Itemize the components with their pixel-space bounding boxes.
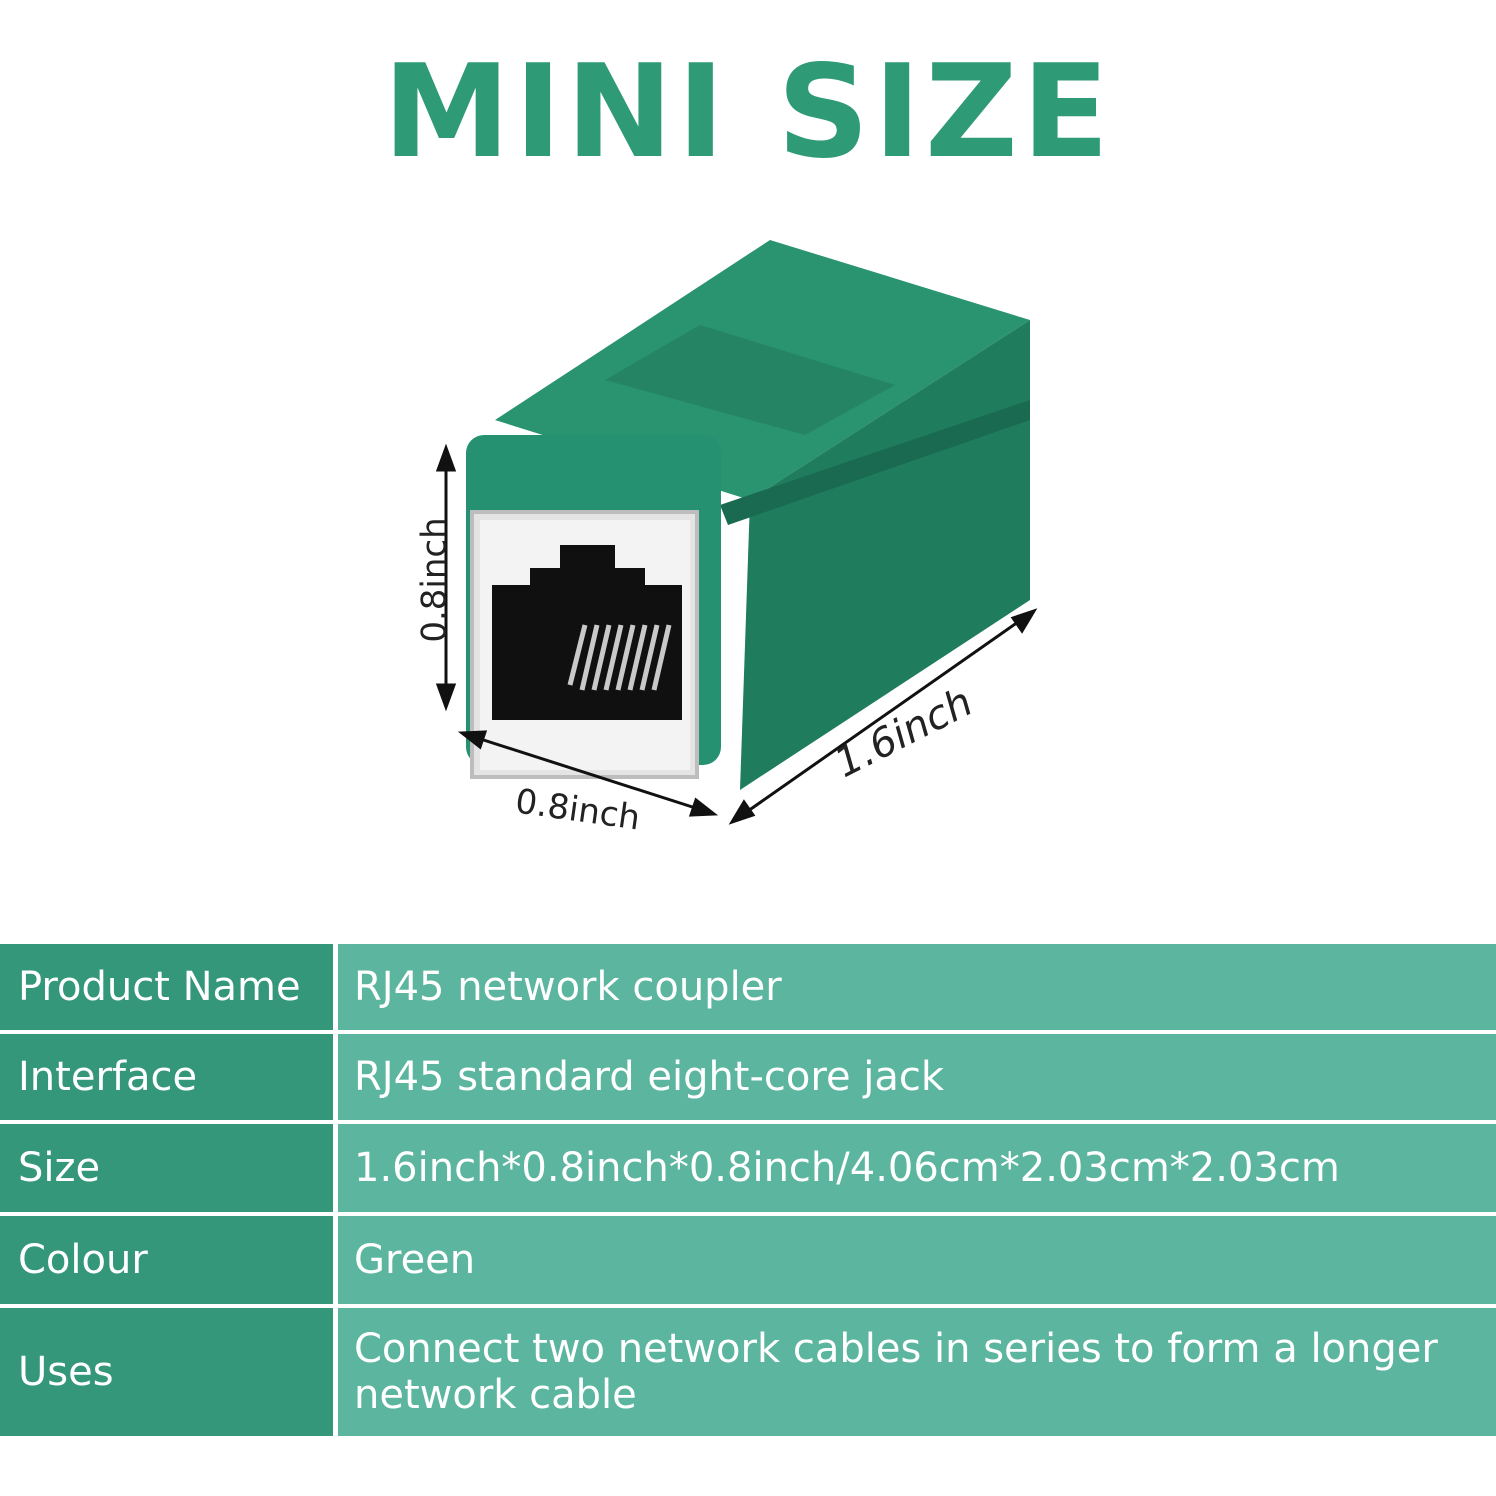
spec-label: Interface [0, 1034, 338, 1120]
spec-label: Product Name [0, 944, 338, 1030]
coupler-label-recess [605, 325, 895, 435]
spec-label: Uses [0, 1308, 338, 1436]
length-arrow-icon [728, 608, 1038, 825]
spec-row-uses: Uses Connect two network cables in serie… [0, 1308, 1496, 1440]
spec-row-colour: Colour Green [0, 1216, 1496, 1308]
spec-value: Green [338, 1216, 1496, 1304]
spec-label: Size [0, 1124, 338, 1212]
spec-table: Product Name RJ45 network coupler Interf… [0, 944, 1496, 1440]
spec-row-product-name: Product Name RJ45 network coupler [0, 944, 1496, 1034]
height-dimension-label: 0.8inch [414, 517, 455, 643]
page-title: MINI SIZE [382, 38, 1114, 187]
spec-row-interface: Interface RJ45 standard eight-core jack [0, 1034, 1496, 1124]
spec-value: 1.6inch*0.8inch*0.8inch/4.06cm*2.03cm*2.… [338, 1124, 1496, 1212]
width-arrow-icon [457, 730, 719, 817]
coupler-seam [720, 400, 1030, 525]
height-arrow-icon [435, 443, 457, 712]
product-illustration [435, 240, 1038, 825]
spec-row-size: Size 1.6inch*0.8inch*0.8inch/4.06cm*2.03… [0, 1124, 1496, 1216]
spec-value: RJ45 standard eight-core jack [338, 1034, 1496, 1120]
rj45-pins-icon [567, 624, 672, 691]
spec-value: Connect two network cables in series to … [338, 1308, 1496, 1436]
spec-value: RJ45 network coupler [338, 944, 1496, 1030]
spec-label: Colour [0, 1216, 338, 1304]
